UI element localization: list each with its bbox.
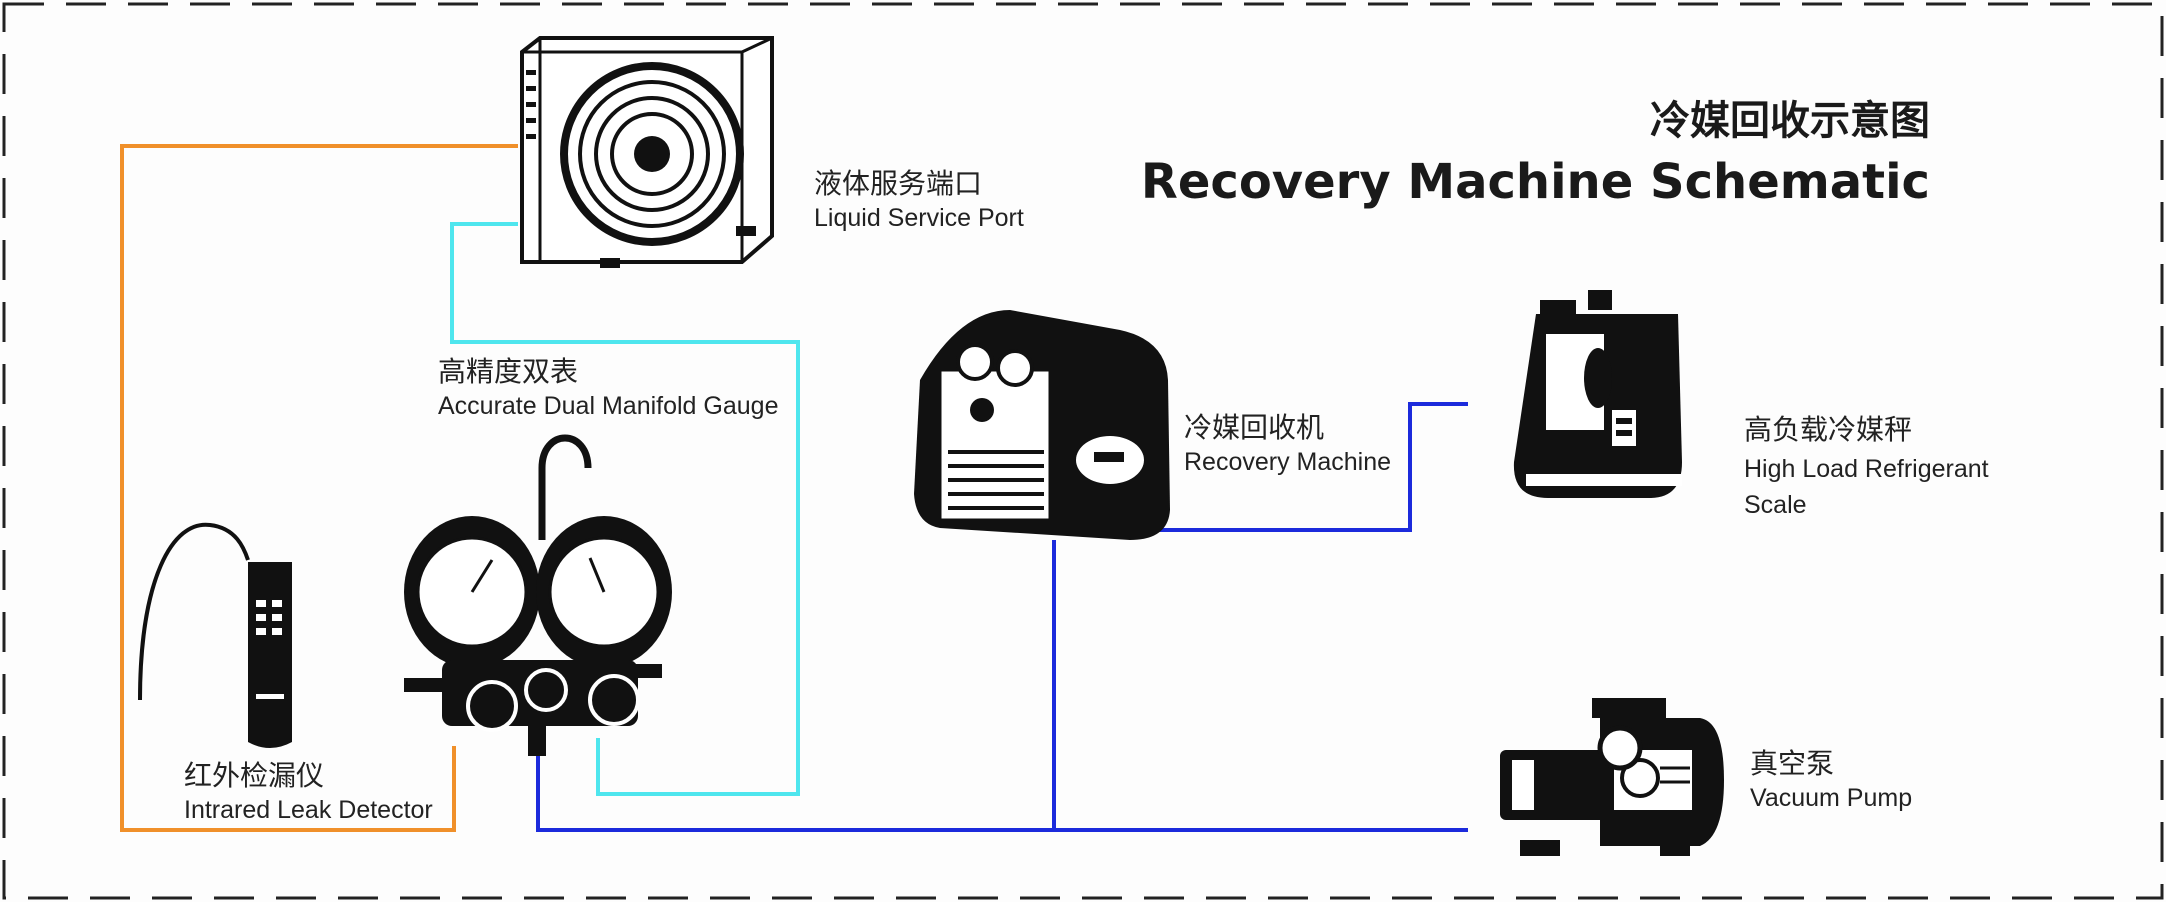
leak-detector-icon: [138, 522, 292, 748]
leak-zh: 红外检漏仪: [184, 759, 325, 792]
pump-zh: 真空泵: [1750, 747, 1835, 780]
blue-hose-scale: [1094, 402, 1468, 532]
label-vacuum-pump: 真空泵 Vacuum Pump: [1750, 746, 1912, 815]
refrigerant-scale-icon: [1513, 290, 1682, 498]
schematic-title: 冷媒回收示意图 Recovery Machine Schematic: [1141, 96, 1930, 212]
scale-en-line2: Scale: [1744, 490, 1807, 519]
title-en: Recovery Machine Schematic: [1140, 154, 1930, 210]
label-recovery-machine: 冷媒回收机 Recovery Machine: [1184, 410, 1391, 479]
gauge-zh: 高精度双表: [438, 355, 579, 388]
label-leak-detector: 红外检漏仪 Intrared Leak Detector: [184, 758, 433, 827]
title-zh: 冷媒回收示意图: [1650, 98, 1930, 144]
recovery-en: Recovery Machine: [1184, 448, 1392, 477]
liquid-port-zh: 液体服务端口: [814, 167, 983, 200]
leak-en: Intrared Leak Detector: [184, 796, 433, 825]
blue-hose-main: [536, 756, 1468, 832]
outdoor-unit-icon: [520, 36, 774, 268]
gauge-en: Accurate Dual Manifold Gauge: [438, 392, 779, 421]
orange-hose: [120, 144, 518, 832]
liquid-port-en: Liquid Service Port: [814, 204, 1024, 233]
cyan-hose: [450, 222, 800, 796]
label-liquid-service-port: 液体服务端口 Liquid Service Port: [814, 166, 1024, 235]
scale-en-line1: High Load Refrigerant: [1744, 454, 1989, 483]
pump-en: Vacuum Pump: [1750, 784, 1913, 813]
recovery-zh: 冷媒回收机: [1184, 411, 1325, 444]
recovery-machine-icon: [914, 310, 1170, 540]
vacuum-pump-icon: [1500, 698, 1724, 856]
manifold-gauge-icon: [404, 434, 672, 756]
label-refrigerant-scale: 高负载冷媒秤 High Load Refrigerant Scale: [1744, 410, 1989, 523]
label-dual-manifold-gauge: 高精度双表 Accurate Dual Manifold Gauge: [438, 354, 778, 423]
scale-zh: 高负载冷媒秤: [1744, 413, 1913, 446]
